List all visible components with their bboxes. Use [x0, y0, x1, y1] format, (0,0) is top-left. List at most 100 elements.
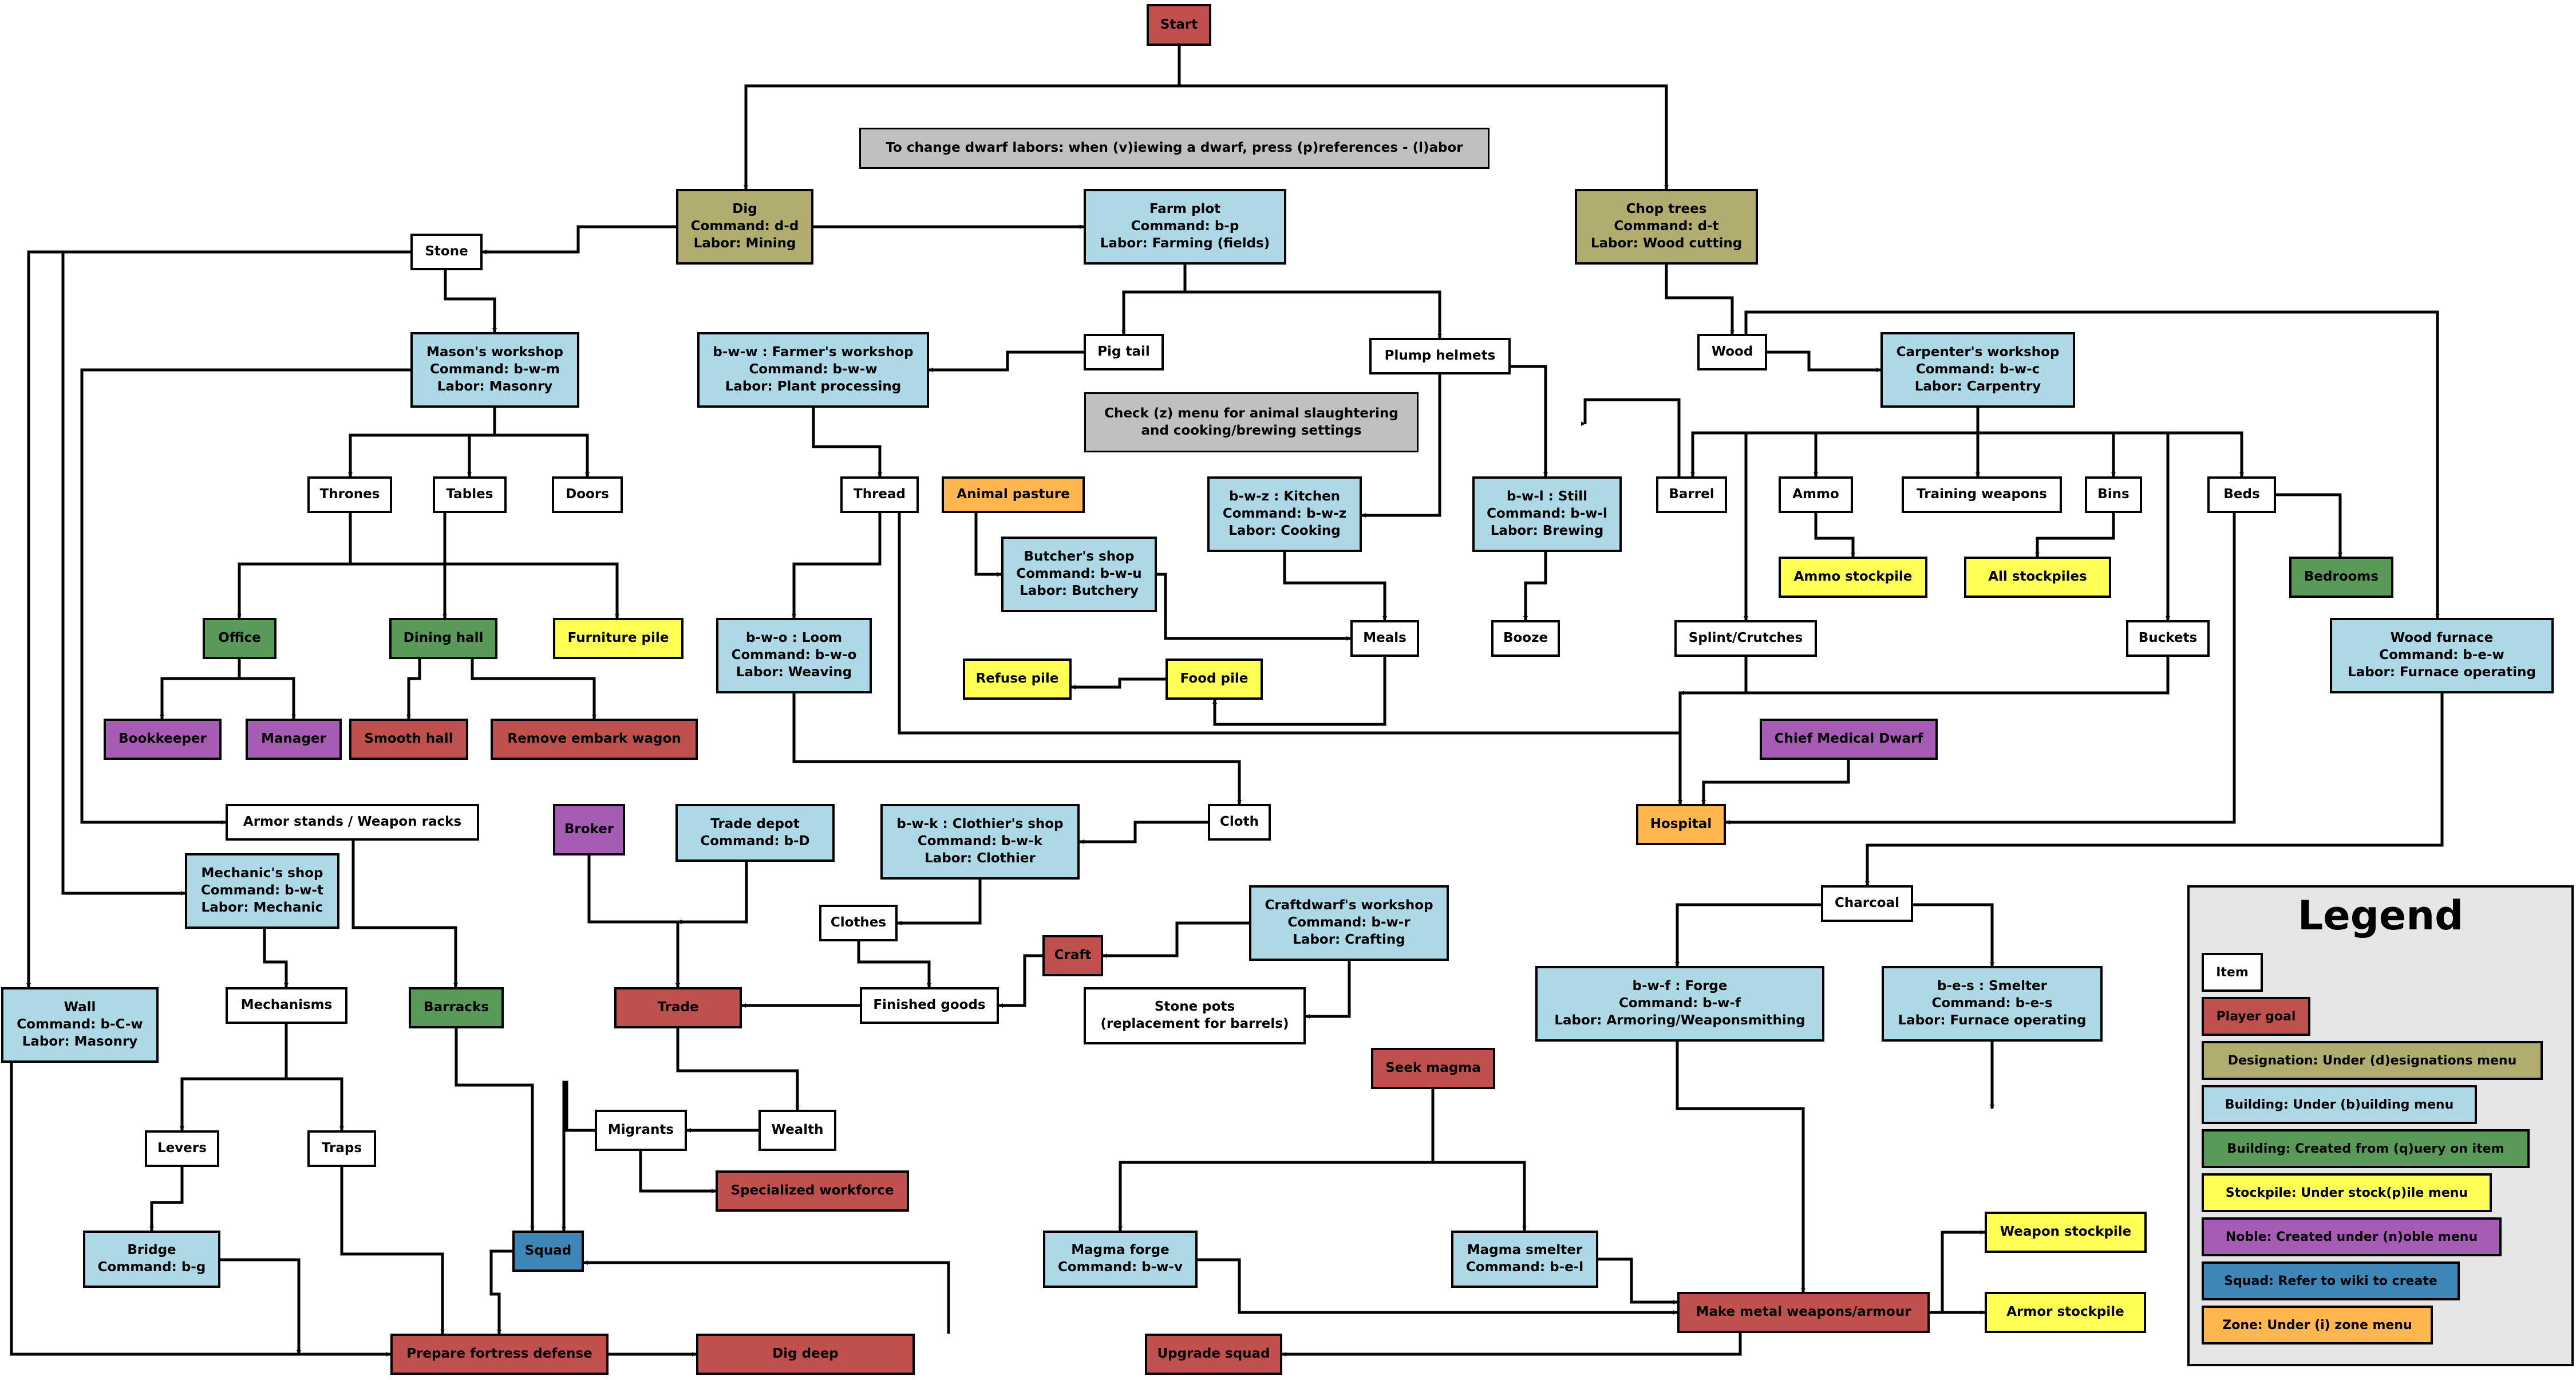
node-smooth-hall: Smooth hall [349, 719, 468, 760]
node-cloth: Cloth [1208, 804, 1271, 841]
node-label-line: Labor: Mining [693, 235, 796, 251]
node-bedrooms: Bedrooms [2289, 557, 2393, 598]
connector-arrow [495, 433, 590, 477]
node-label-line: Command: b-D [700, 833, 810, 849]
node-tables: Tables [433, 476, 507, 513]
connector-arrow [455, 1028, 535, 1231]
connector-arrow [1598, 1257, 1678, 1304]
node-label-line: Labor: Masonry [22, 1034, 138, 1049]
node-armor-stands: Armor stands / Weapon racks [226, 804, 479, 841]
node-label-line: Labor: Brewing [1490, 523, 1604, 538]
node-label-line: Mason's workshop [426, 345, 564, 360]
node-label-line: Command: b-w-m [430, 362, 560, 377]
node-label-line: Chief Medical Dwarf [1774, 731, 1923, 747]
node-label-line: Magma smelter [1467, 1243, 1583, 1258]
node-label-line: Labor: Mechanic [201, 900, 323, 915]
node-label-line: Dig [732, 202, 757, 217]
connector-arrow [1283, 552, 1387, 621]
node-levers: Levers [145, 1130, 219, 1167]
node-remove-wagon: Remove embark wagon [491, 719, 698, 760]
node-mechanisms: Mechanisms [226, 987, 347, 1024]
node-plump-helmets: Plump helmets [1369, 338, 1511, 374]
connector-arrow [149, 1167, 184, 1231]
legend-item-squad: Squad: Refer to wiki to create [2202, 1261, 2460, 1300]
node-label-line: Labor: Carpentry [1914, 378, 2041, 394]
node-dining-hall: Dining hall [389, 618, 497, 659]
node-label-line: Broker [564, 822, 614, 837]
connector-arrow [1185, 290, 1442, 338]
node-thread: Thread [840, 476, 919, 513]
node-label-line: Command: b-w-f [1619, 996, 1741, 1011]
node-label-line: and cooking/brewing settings [1141, 423, 1362, 438]
node-traps: Traps [307, 1130, 376, 1167]
connector-arrow [263, 929, 289, 988]
node-label-line: Labor: Cooking [1228, 523, 1341, 538]
connector-arrow [80, 368, 410, 825]
node-label-line: Trade depot [710, 816, 800, 831]
connector-arrow [1583, 398, 1681, 476]
node-label-line: Furniture pile [567, 630, 669, 646]
connector-arrow [1305, 961, 1351, 1019]
connector-arrow [1121, 265, 1187, 334]
node-label-line: Splint/Crutches [1688, 630, 1803, 646]
connector-arrow [2035, 513, 2115, 557]
node-animal-pasture: Animal pasture [942, 476, 1085, 513]
node-label-line: Command: b-w-v [1058, 1260, 1183, 1275]
node-label-line: Hospital [1650, 817, 1712, 832]
node-migrants: Migrants [595, 1110, 687, 1151]
node-label-line: Food pile [1180, 671, 1249, 687]
node-label-line: Labor: Plant processing [725, 378, 902, 394]
connector-arrow [998, 954, 1042, 1008]
node-label-line: Doors [566, 487, 609, 502]
node-label-line: Office [218, 630, 261, 646]
node-label-line: Check (z) menu for animal slaughtering [1104, 405, 1398, 421]
node-label-line: Labor: Farming (fields) [1100, 235, 1270, 251]
connector-arrow [237, 513, 352, 618]
legend-item-designation: Designation: Under (d)esignations menu [2202, 1041, 2543, 1080]
node-bookkeeper: Bookkeeper [104, 719, 222, 760]
node-label-line: Make metal weapons/armour [1696, 1304, 1911, 1320]
connector-arrow [857, 941, 931, 988]
legend-item-goal: Player goal [2202, 997, 2310, 1036]
node-label-line: Booze [1503, 630, 1548, 646]
node-label-line: Charcoal [1835, 896, 1899, 911]
connector-arrow [286, 1077, 344, 1131]
connector-arrow [792, 513, 882, 618]
connector-arrow [1282, 1333, 1742, 1357]
node-label-line: Labor: Clothier [924, 850, 1036, 866]
node-label-line: Farm plot [1149, 202, 1221, 217]
legend-title: Legend [2297, 892, 2464, 939]
node-label-line: Command: b-C-w [17, 1017, 143, 1032]
node-barrel: Barrel [1656, 476, 1727, 513]
connector-arrow [812, 408, 882, 477]
connector-arrow [1690, 408, 1980, 477]
node-label-line: Labor: Crafting [1293, 932, 1405, 947]
node-label-line: Smooth hall [364, 731, 453, 747]
node-ammo: Ammo [1779, 476, 1853, 513]
node-charcoal: Charcoal [1821, 885, 1913, 922]
node-clothes: Clothes [819, 905, 898, 941]
connector-arrow [1701, 760, 1850, 805]
node-label-line: Prepare fortress defense [406, 1346, 592, 1362]
node-label-line: Command: b-e-l [1465, 1260, 1584, 1275]
node-label-line: Bedrooms [2304, 569, 2379, 585]
node-label-line: Training weapons [1917, 487, 2047, 502]
node-label-line: Thread [854, 487, 906, 502]
legend-item-created: Building: Created from (q)uery on item [2202, 1129, 2530, 1168]
connector-arrow [929, 350, 1084, 372]
node-label-line: Labor: Weaving [736, 664, 852, 680]
node-label-line: Chop trees [1626, 202, 1707, 217]
connector-arrow [1865, 693, 2444, 886]
node-label-line: Pig tail [1097, 344, 1150, 360]
connector-arrow [1079, 821, 1208, 844]
